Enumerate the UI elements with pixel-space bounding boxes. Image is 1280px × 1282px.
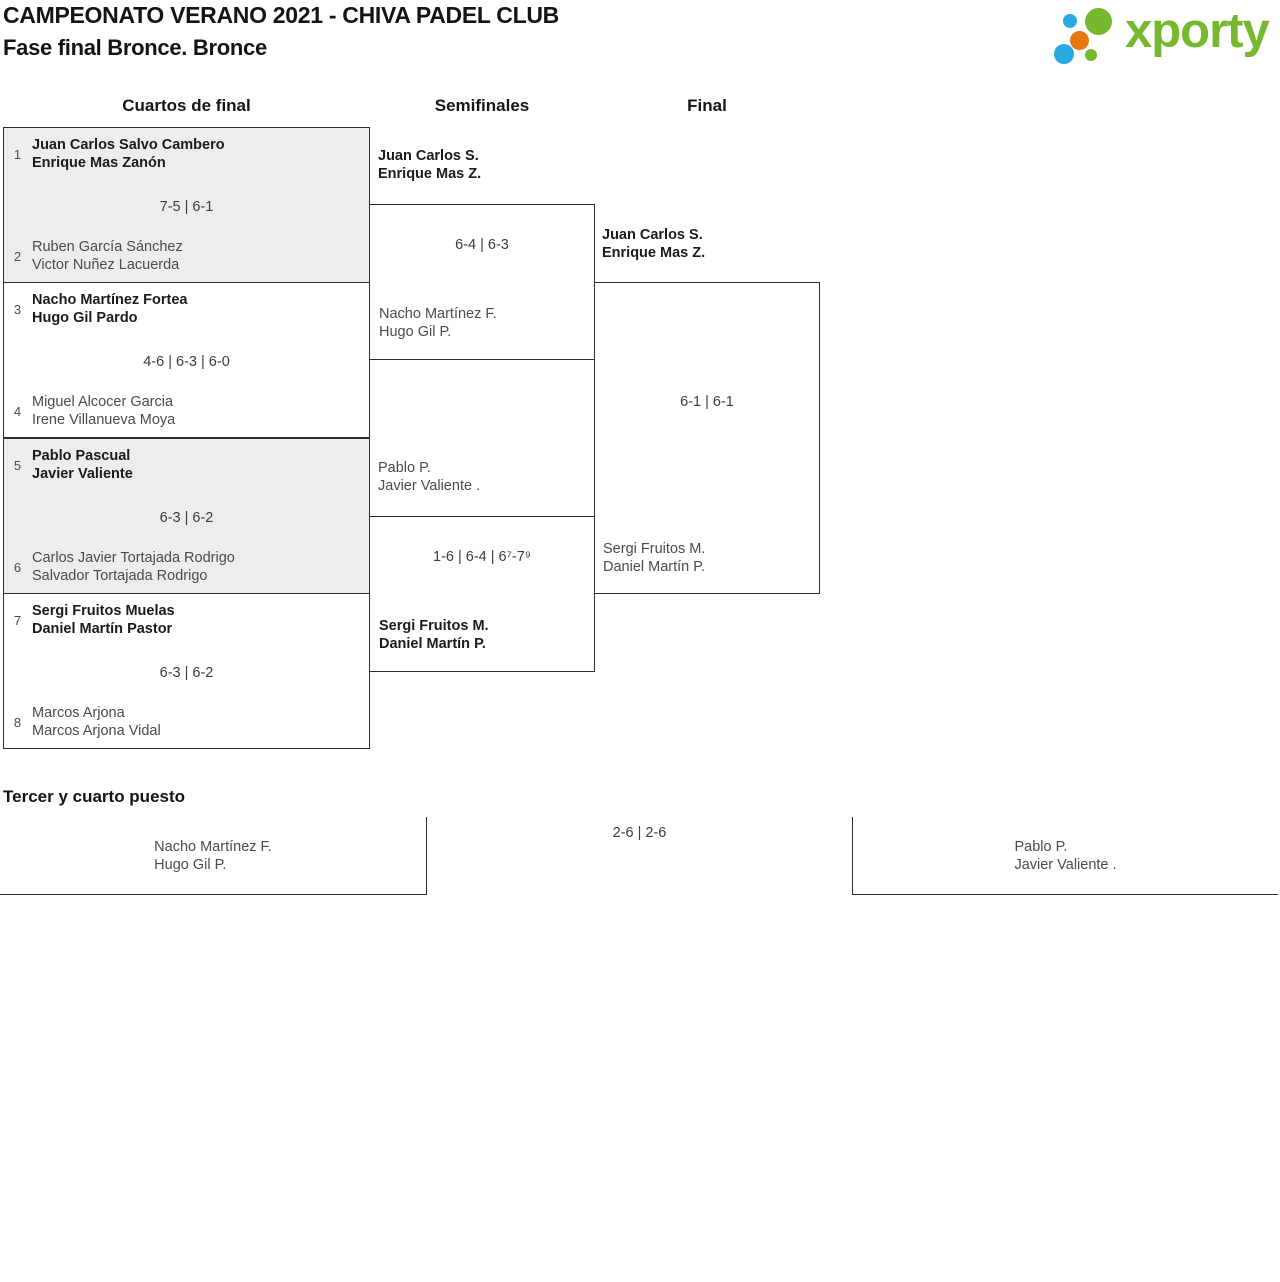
column-header-semifinals: Semifinales	[434, 96, 530, 115]
xporty-logo[interactable]: xporty	[1048, 2, 1274, 64]
seed-label: 4	[13, 403, 22, 419]
column-header-final: Final	[687, 96, 727, 115]
team-pair: Pablo Pascual Javier Valiente	[32, 448, 133, 482]
logo-dot-green-small-icon	[1085, 49, 1097, 61]
seed-label: 5	[13, 457, 22, 473]
third-place-team-right: Pablo P. Javier Valiente .	[1014, 839, 1117, 873]
logo-dot-blue-large-icon	[1054, 44, 1074, 64]
quarterfinal-match-4: 7 Sergi Fruitos Muelas Daniel Martín Pas…	[3, 593, 370, 749]
match-score: 6-3 | 6-2	[159, 665, 214, 681]
final-team-bottom: Sergi Fruitos M. Daniel Martín P.	[603, 541, 706, 575]
seed-label: 3	[13, 301, 22, 317]
match-score: 6-1 | 6-1	[680, 394, 734, 410]
third-place-box-left: Nacho Martínez F. Hugo Gil P.	[0, 817, 427, 895]
semifinal-2-box: 1-6 | 6-4 | 6⁷-7⁹ Sergi Fruitos M. Danie…	[369, 516, 595, 672]
semifinal-1-box: 6-4 | 6-3 Nacho Martínez F. Hugo Gil P.	[369, 204, 595, 360]
third-place-box-right: Pablo P. Javier Valiente .	[852, 817, 1278, 895]
logo-dot-orange-icon	[1070, 31, 1089, 50]
team-pair: Nacho Martínez Fortea Hugo Gil Pardo	[32, 292, 188, 326]
page-subtitle: Fase final Bronce. Bronce	[3, 35, 267, 60]
column-header-quarterfinals: Cuartos de final	[122, 96, 251, 115]
quarterfinal-match-1: 1 Juan Carlos Salvo Cambero Enrique Mas …	[3, 127, 370, 283]
semifinal-1-team-top: Juan Carlos S. Enrique Mas Z.	[378, 148, 482, 182]
team-pair: Marcos Arjona Marcos Arjona Vidal	[32, 705, 161, 739]
final-team-top: Juan Carlos S. Enrique Mas Z.	[602, 227, 706, 261]
logo-dot-blue-small-icon	[1063, 14, 1077, 28]
seed-label: 6	[13, 559, 22, 575]
match-score: 4-6 | 6-3 | 6-0	[143, 354, 230, 370]
logo-wordmark: xporty	[1125, 4, 1270, 58]
third-place-team-left: Nacho Martínez F. Hugo Gil P.	[154, 839, 272, 873]
final-box: 6-1 | 6-1 Sergi Fruitos M. Daniel Martín…	[594, 282, 820, 594]
team-pair: Miguel Alcocer Garcia Irene Villanueva M…	[32, 394, 176, 428]
team-pair: Carlos Javier Tortajada Rodrigo Salvador…	[32, 550, 235, 584]
match-score: 6-3 | 6-2	[159, 510, 214, 526]
quarterfinal-match-3: 5 Pablo Pascual Javier Valiente 6-3 | 6-…	[3, 438, 370, 594]
semifinal-1-team-bottom: Nacho Martínez F. Hugo Gil P.	[379, 306, 497, 340]
quarterfinal-match-2: 3 Nacho Martínez Fortea Hugo Gil Pardo 4…	[3, 282, 370, 438]
third-place-heading: Tercer y cuarto puesto	[3, 787, 186, 806]
match-score: 7-5 | 6-1	[159, 199, 214, 215]
seed-label: 7	[13, 612, 22, 628]
third-place-score: 2-6 | 2-6	[612, 825, 667, 841]
team-pair: Sergi Fruitos Muelas Daniel Martín Pasto…	[32, 603, 175, 637]
seed-label: 8	[13, 714, 22, 730]
match-score: 6-4 | 6-3	[455, 237, 509, 253]
team-pair: Juan Carlos Salvo Cambero Enrique Mas Za…	[32, 137, 225, 171]
seed-label: 2	[13, 248, 22, 264]
team-pair: Ruben García Sánchez Victor Nuñez Lacuer…	[32, 239, 183, 273]
seed-label: 1	[13, 146, 22, 162]
semifinal-2-team-bottom: Sergi Fruitos M. Daniel Martín P.	[379, 618, 489, 652]
page-title: CAMPEONATO VERANO 2021 - CHIVA PADEL CLU…	[3, 2, 559, 28]
match-score: 1-6 | 6-4 | 6⁷-7⁹	[433, 549, 531, 565]
semifinal-2-team-top: Pablo P. Javier Valiente .	[378, 460, 481, 494]
logo-dot-green-large-icon	[1085, 8, 1112, 35]
